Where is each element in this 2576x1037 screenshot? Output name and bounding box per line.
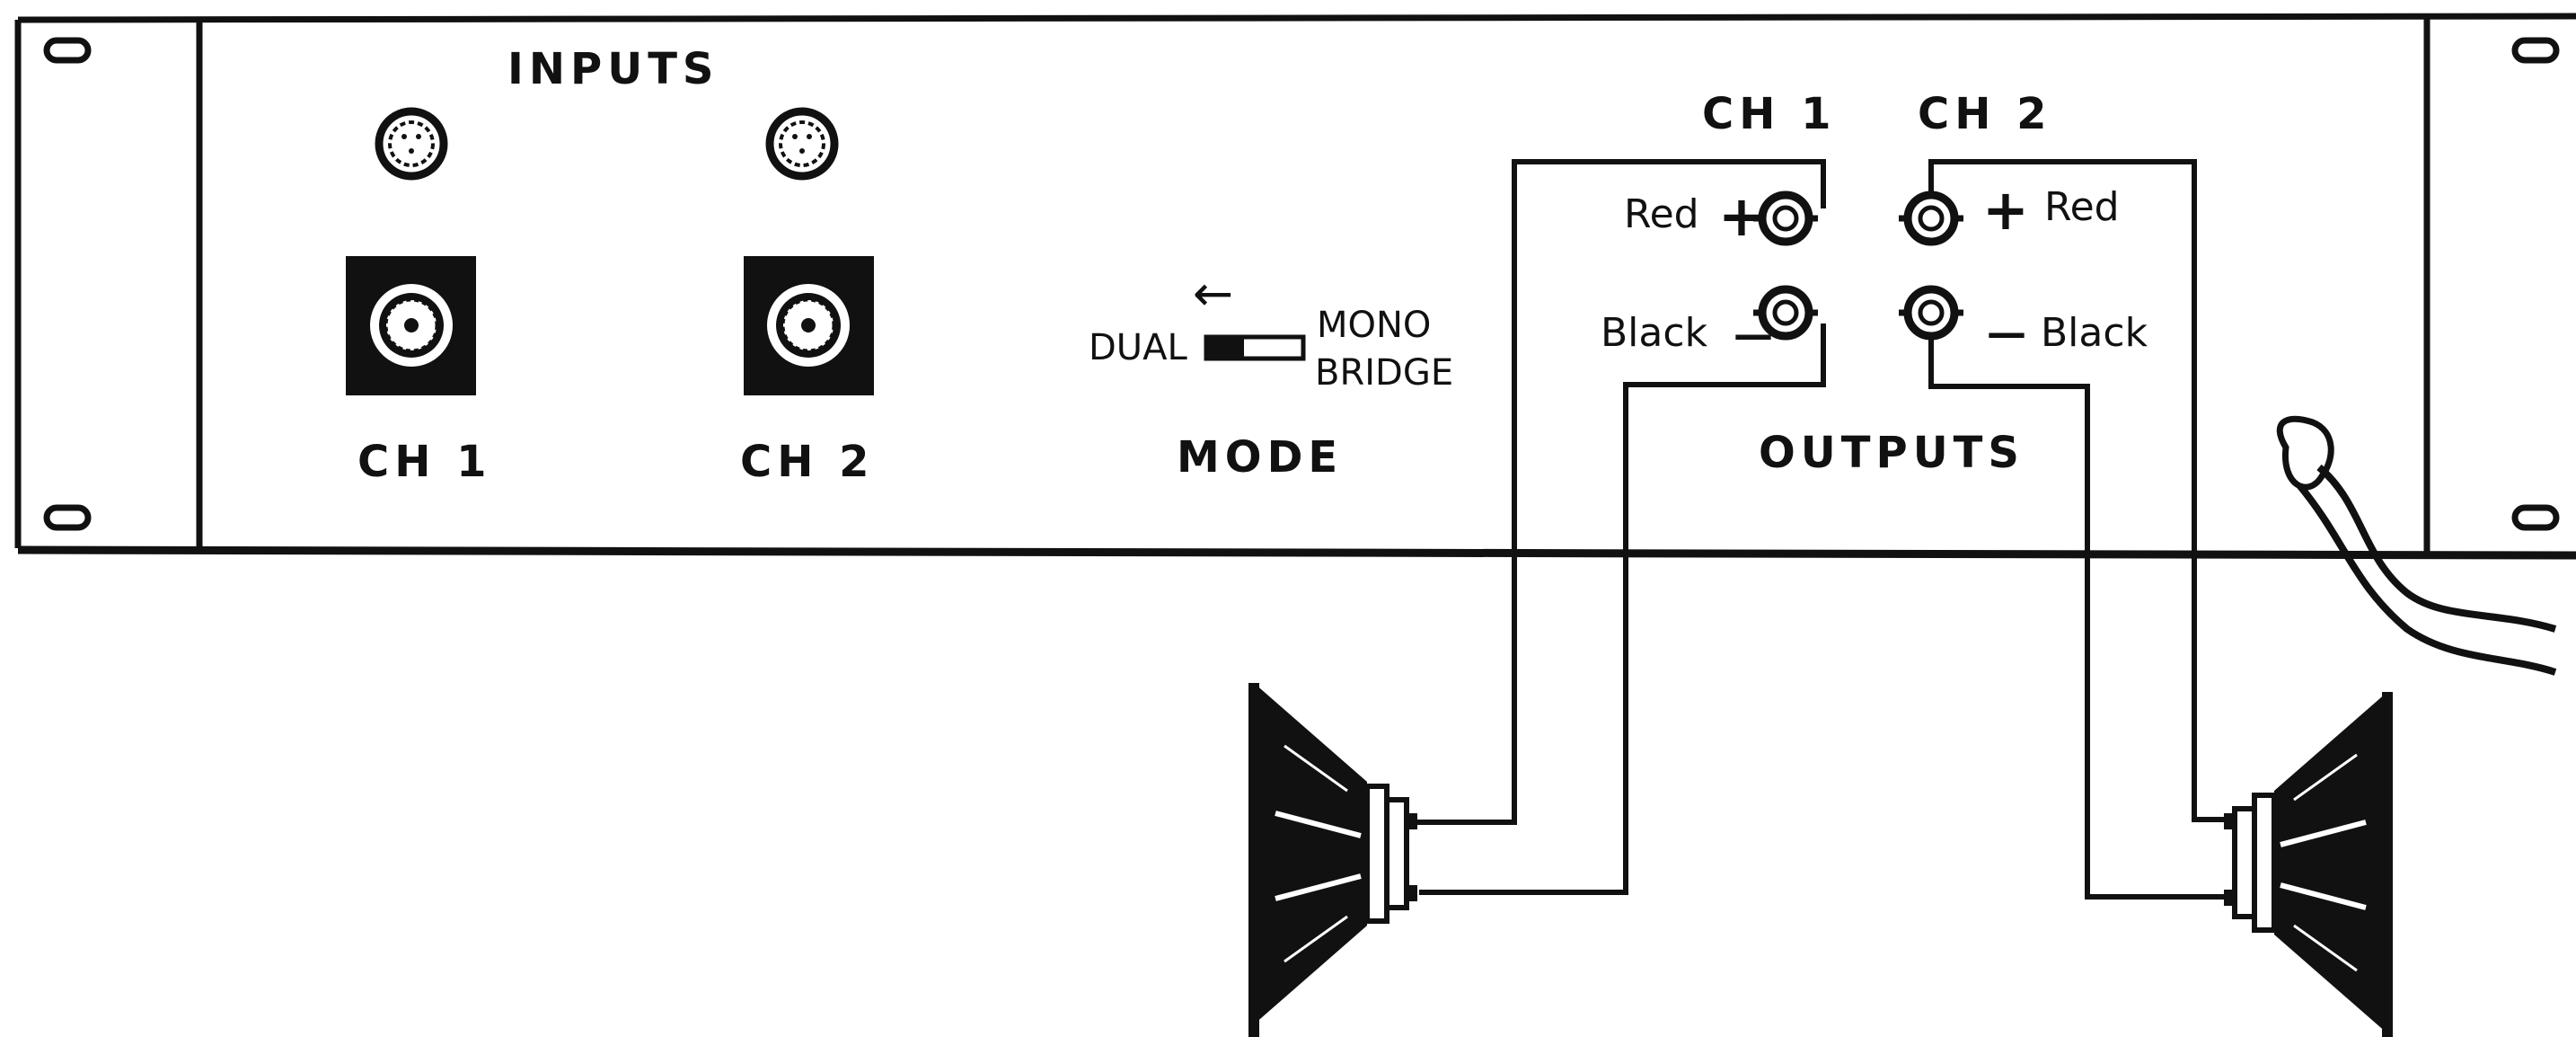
input-ch1-label: CH 1	[357, 437, 492, 487]
jack-input-ch1	[346, 256, 476, 395]
output-black-right-label: Black	[2041, 310, 2148, 356]
input-ch2-label: CH 2	[740, 437, 875, 487]
jack-input-ch2	[744, 256, 874, 395]
output-black-left-label: Black	[1601, 310, 1708, 356]
mount-hole-top-left	[43, 37, 92, 64]
terminal-ch2-black	[1899, 285, 1963, 341]
outputs-title: OUTPUTS	[1759, 428, 2025, 478]
terminal-ch1-red	[1753, 191, 1818, 246]
xlr-input-ch1	[375, 107, 448, 181]
speaker-right	[2224, 692, 2393, 1037]
output-ch1-label: CH 1	[1702, 89, 1837, 139]
power-cord	[2276, 415, 2557, 676]
output-plus-right: +	[1982, 177, 2029, 243]
rack-panel	[14, 13, 2576, 560]
wire-ch2-negative	[1928, 337, 2239, 900]
mode-mono-label: MONO	[1317, 305, 1431, 346]
terminal-ch1-black	[1753, 285, 1818, 341]
mode-title: MODE	[1177, 432, 1343, 483]
wire-ch1-positive	[1412, 159, 1826, 825]
speaker-wires	[1412, 159, 2241, 900]
wire-ch2-positive	[1928, 159, 2241, 822]
output-red-left-label: Red	[1624, 191, 1699, 237]
mode-arrow: ←	[1193, 265, 1233, 322]
output-terminals	[1753, 191, 1963, 341]
inputs-title: INPUTS	[507, 44, 719, 94]
output-red-right-label: Red	[2044, 184, 2120, 230]
mode-dual-label: DUAL	[1089, 327, 1187, 368]
xlr-input-ch2	[765, 107, 839, 181]
speaker-left	[1248, 683, 1417, 1037]
terminal-ch2-red	[1899, 191, 1963, 246]
wire-ch1-negative	[1419, 324, 1826, 895]
output-ch2-label: CH 2	[1918, 89, 2052, 139]
rack-mount-holes	[43, 37, 2560, 531]
mount-hole-bottom-right	[2511, 504, 2560, 531]
output-minus-right: —	[1987, 310, 2026, 356]
mode-bridge-label: BRIDGE	[1315, 352, 1453, 394]
mount-hole-top-right	[2511, 37, 2560, 64]
mount-hole-bottom-left	[43, 504, 92, 531]
mode-switch[interactable]	[1204, 334, 1306, 361]
